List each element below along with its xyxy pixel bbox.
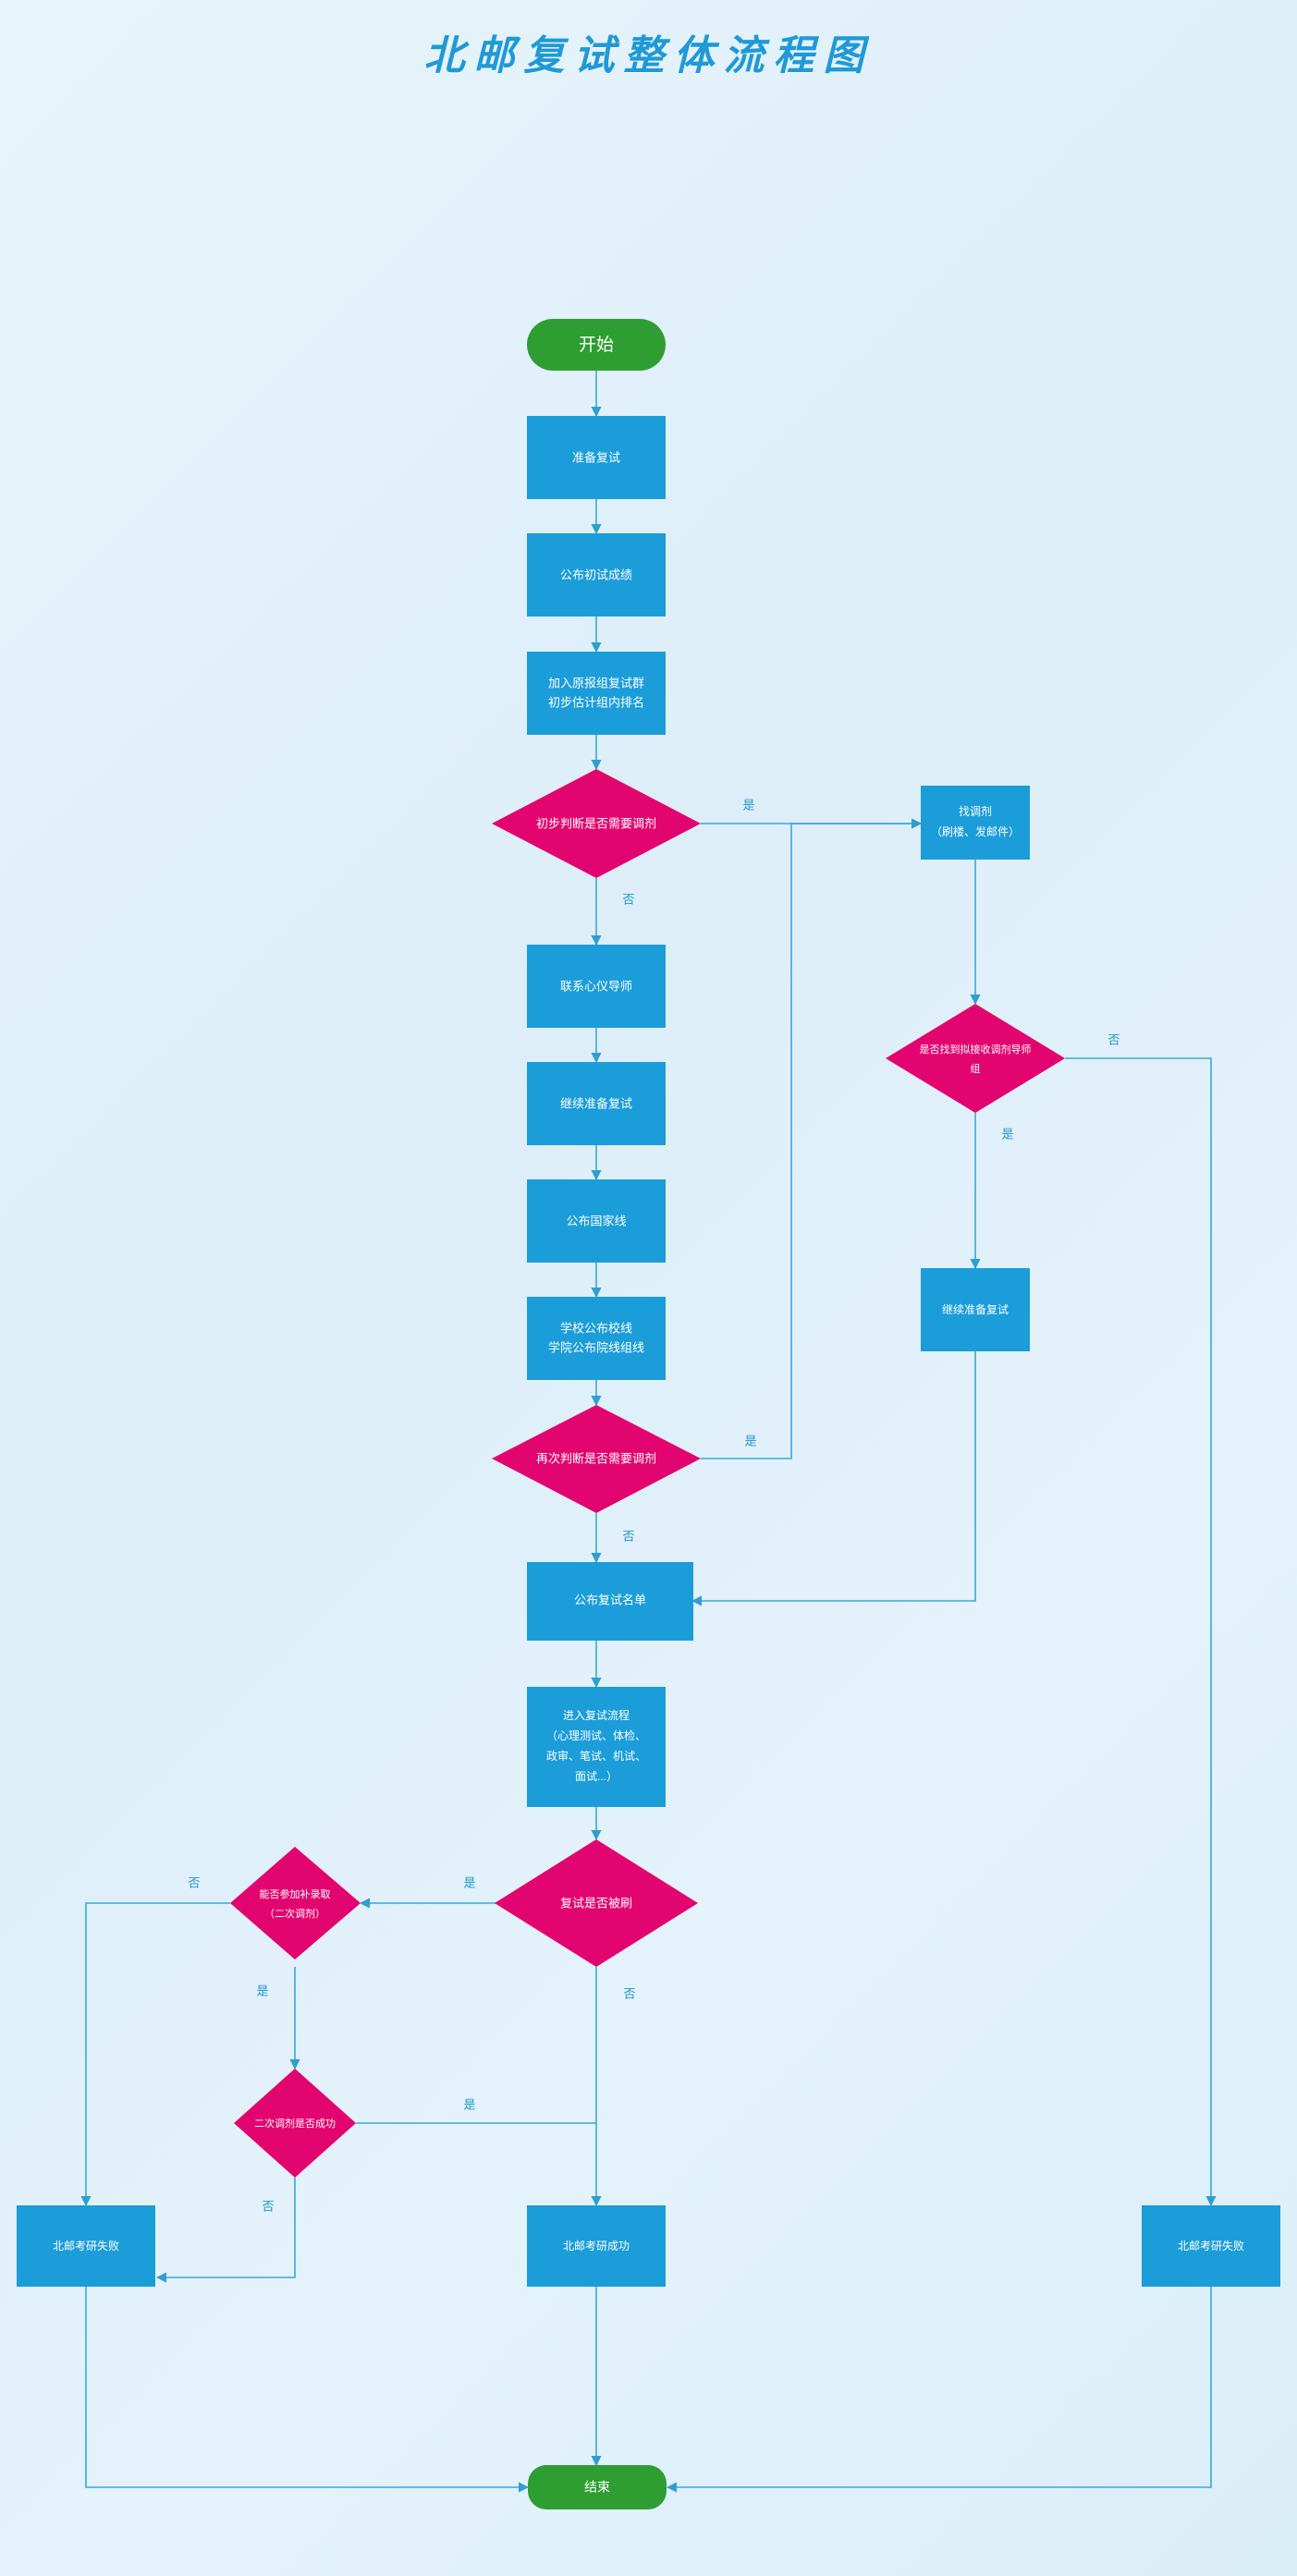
node-start[interactable]: 开始 (527, 319, 666, 371)
node-decision-rejected-in-reexam[interactable]: 复试是否被刷 (495, 1839, 698, 1967)
edge-fail1-end (85, 2287, 530, 2493)
node-decision-can-join-supplementary-label-1: 能否参加补录取 (260, 1887, 331, 1900)
node-layer: 开始 准备复试 公布初试成绩 加入原报组复试群 初步估计组内排名 初步判断是否需… (17, 319, 1280, 2509)
node-continue-prepare-2[interactable]: 继续准备复试 (921, 1268, 1030, 1351)
node-decision-found-advisor[interactable]: 是否找到拟接收调剂导师 组 (886, 1004, 1065, 1113)
node-prepare-reexam[interactable]: 准备复试 (527, 416, 666, 499)
node-decision-found-advisor-label-1: 是否找到拟接收调剂导师 (920, 1043, 1032, 1056)
node-continue-prepare-1-label: 继续准备复试 (560, 1096, 632, 1110)
edge-d5-fail1 (80, 1902, 230, 2207)
node-fail-left[interactable]: 北邮考研失败 (17, 2205, 155, 2287)
edge-fail2-end (666, 2287, 1212, 2493)
edge-label-d2-yes: 是 (1001, 1127, 1013, 1141)
node-publish-national-line[interactable]: 公布国家线 (527, 1179, 666, 1263)
node-enter-reexam-process-label-4: 面试...） (575, 1769, 618, 1783)
node-publish-school-line-label-2: 学院公布院线组线 (548, 1340, 644, 1354)
node-find-transfer-label-1: 找调剂 (959, 804, 992, 818)
node-decision-need-transfer-again-label: 再次判断是否需要调剂 (536, 1451, 656, 1465)
node-end[interactable]: 结束 (528, 2465, 667, 2509)
node-publish-first-scores[interactable]: 公布初试成绩 (527, 533, 666, 617)
node-decision-can-join-supplementary[interactable]: 能否参加补录取 （二次调剂） (230, 1847, 361, 1959)
node-fail-right-label: 北邮考研失败 (1178, 2239, 1244, 2252)
edge-label-d3-no: 否 (622, 1529, 634, 1543)
edge-d2-fail2 (1065, 1057, 1217, 2207)
edge-layer (80, 370, 1217, 2493)
node-contact-advisor-label: 联系心仪导师 (560, 979, 632, 993)
node-publish-school-line-label-1: 学校公布校线 (560, 1321, 632, 1335)
edge-label-d5-no: 否 (188, 1875, 200, 1889)
node-decision-can-join-supplementary-label-2: （二次调剂） (264, 1907, 325, 1920)
node-decision-need-transfer-first-label: 初步判断是否需要调剂 (536, 816, 656, 830)
node-publish-national-line-label: 公布国家线 (566, 1214, 626, 1227)
node-fail-left-label: 北邮考研失败 (53, 2239, 119, 2252)
node-join-group-label-2: 初步估计组内排名 (548, 695, 644, 709)
edge-label-d6-no: 否 (262, 2199, 274, 2213)
edge-prep3-list (691, 1351, 976, 1606)
node-continue-prepare-1[interactable]: 继续准备复试 (527, 1062, 666, 1145)
edge-d3-find (701, 818, 923, 1459)
node-decision-need-transfer-first[interactable]: 初步判断是否需要调剂 (492, 769, 701, 878)
edge-label-d2-no: 否 (1107, 1032, 1120, 1046)
edge-label-d1-yes: 是 (742, 798, 754, 812)
node-publish-school-line[interactable]: 学校公布校线 学院公布院线组线 (527, 1297, 666, 1380)
node-join-group-label-1: 加入原报组复试群 (548, 676, 644, 690)
node-success-label: 北邮考研成功 (563, 2240, 630, 2252)
node-start-label: 开始 (579, 335, 614, 355)
node-publish-first-scores-label: 公布初试成绩 (560, 568, 632, 581)
edge-label-d3-yes: 是 (744, 1434, 756, 1447)
node-decision-found-advisor-label-2: 组 (971, 1062, 981, 1075)
node-find-transfer[interactable]: 找调剂 （刷楼、发邮件） (921, 786, 1030, 860)
node-contact-advisor[interactable]: 联系心仪导师 (527, 945, 666, 1028)
node-enter-reexam-process-label-2: （心理测试、体检、 (546, 1728, 646, 1742)
node-decision-second-transfer-success[interactable]: 二次调剂是否成功 (234, 2069, 356, 2178)
node-publish-reexam-list[interactable]: 公布复试名单 (527, 1562, 693, 1641)
edge-label-d4-yes: 是 (463, 1875, 475, 1889)
edge-d6-fail1 (155, 2178, 296, 2283)
edge-label-layer: 是 否 否 是 是 否 是 否 否 是 是 否 (188, 798, 1120, 2213)
node-decision-rejected-in-reexam-label: 复试是否被刷 (560, 1896, 632, 1910)
node-continue-prepare-2-label: 继续准备复试 (942, 1302, 1009, 1316)
node-decision-second-transfer-success-label: 二次调剂是否成功 (254, 2117, 336, 2130)
node-enter-reexam-process[interactable]: 进入复试流程 （心理测试、体检、 政审、笔试、机试、 面试...） (527, 1687, 666, 1807)
page-title: 北邮复试整体流程图 (423, 32, 874, 79)
node-join-group[interactable]: 加入原报组复试群 初步估计组内排名 (527, 652, 666, 735)
node-enter-reexam-process-label-1: 进入复试流程 (563, 1708, 630, 1722)
edge-label-d6-yes: 是 (463, 2097, 475, 2111)
node-enter-reexam-process-label-3: 政审、笔试、机试、 (546, 1749, 646, 1763)
node-end-label: 结束 (584, 2480, 610, 2495)
node-fail-right[interactable]: 北邮考研失败 (1142, 2205, 1280, 2287)
edge-label-d5-yes: 是 (256, 1984, 268, 1997)
node-prepare-reexam-label: 准备复试 (572, 450, 620, 464)
node-publish-reexam-list-label: 公布复试名单 (574, 1593, 646, 1606)
edge-label-d4-no: 否 (623, 1986, 635, 2000)
node-success[interactable]: 北邮考研成功 (527, 2205, 666, 2287)
edge-label-d1-no: 否 (622, 892, 634, 906)
node-decision-need-transfer-again[interactable]: 再次判断是否需要调剂 (492, 1405, 701, 1513)
node-find-transfer-label-2: （刷楼、发邮件） (931, 824, 1020, 838)
